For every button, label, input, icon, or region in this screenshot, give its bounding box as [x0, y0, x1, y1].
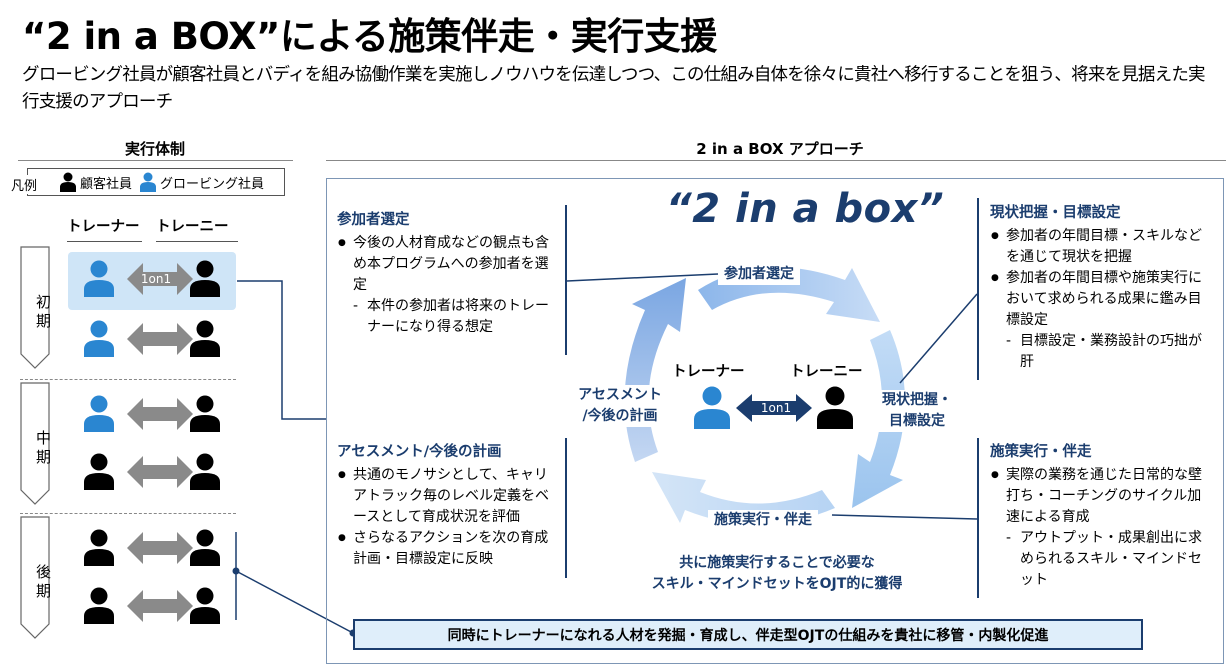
phase-early-label: 初期 — [34, 294, 52, 332]
block-selection-heading: 参加者選定 — [337, 212, 410, 228]
block-selection-subitem: 本件の参加者は将来のトレーナーになり得る想定 — [337, 296, 561, 338]
block-current-item: 参加者の年間目標・スキルなどを通じて現状を把握 — [990, 226, 1212, 268]
cycle-arrow-right — [852, 330, 905, 508]
bidirectional-arrow-icon — [127, 456, 193, 488]
cycle-label-execution: 施策実行・伴走 — [708, 510, 818, 531]
phase-divider — [20, 513, 236, 514]
person-icon — [817, 386, 853, 429]
approach-panel — [326, 178, 1224, 664]
phase-mid-label: 中期 — [34, 430, 52, 468]
block-selection-item: 今後の人材育成などの観点も含め本プログラムへの参加者を選定 — [337, 233, 561, 296]
phase-chevron-early — [20, 246, 50, 369]
block-execution-item: 実際の業務を通じた日常的な壁打ち・コーチングのサイクル加速による育成 — [990, 465, 1212, 528]
person-icon — [84, 395, 114, 432]
person-icon — [84, 260, 114, 297]
person-icon — [190, 395, 220, 432]
person-icon — [190, 453, 220, 490]
phase-chevron-mid — [20, 382, 50, 505]
left-section-rule — [18, 160, 293, 161]
bidirectional-arrow-icon — [127, 532, 193, 564]
block-assessment-heading: アセスメント/今後の計画 — [337, 444, 502, 460]
person-icon — [140, 172, 157, 192]
cycle-label-assessment-line2: /今後の計画 — [582, 408, 658, 424]
cycle-label-assessment: アセスメント /今後の計画 — [566, 385, 674, 427]
block-assessment-item: さらなるアクションを次の育成計画・目標設定に反映 — [337, 528, 561, 570]
person-icon — [190, 320, 220, 357]
person-icon — [84, 453, 114, 490]
center-1on1-label: 1on1 — [760, 401, 792, 415]
legend-customer-label: 顧客社員 — [80, 176, 133, 192]
block-selection-rule — [565, 205, 567, 355]
legend: 凡例 顧客社員 グロービング社員 — [11, 168, 285, 196]
bottom-note: 共に施策実行することで必要な スキル・マインドセットをOJT的に獲得 — [612, 553, 942, 595]
legend-globing-label: グロービング社員 — [160, 176, 265, 192]
person-icon — [60, 172, 76, 192]
block-current: 現状把握・目標設定 参加者の年間目標・スキルなどを通じて現状を把握 参加者の年間… — [990, 203, 1212, 373]
right-section-rule — [326, 160, 1226, 161]
right-section-heading: 2 in a BOX アプローチ — [696, 140, 864, 158]
person-icon — [694, 386, 730, 429]
column-trainer-heading: トレーナー — [67, 215, 142, 242]
cycle-label-assessment-line1: アセスメント — [578, 387, 662, 403]
bottom-note-line2: スキル・マインドセットをOJT的に獲得 — [651, 576, 903, 592]
block-assessment-item: 共通のモノサシとして、キャリアトラック毎のレベル定義をベースとして育成状況を評価 — [337, 465, 561, 528]
block-current-item: 参加者の年間目標や施策実行において求められる成果に鑑み目標設定 — [990, 268, 1212, 331]
block-current-rule — [977, 198, 979, 380]
legend-customer: 顧客社員 — [60, 172, 132, 192]
cycle-label-selection: 参加者選定 — [718, 264, 800, 285]
block-selection: 参加者選定 今後の人材育成などの観点も含め本プログラムへの参加者を選定 本件の参… — [337, 210, 561, 338]
center-trainee-label: トレーニー — [790, 364, 863, 380]
column-trainee-heading: トレーニー — [156, 215, 238, 242]
person-icon — [84, 320, 114, 357]
legend-label: 凡例 — [11, 175, 38, 194]
block-current-subitem: 目標設定・業務設計の巧拙が肝 — [990, 331, 1212, 373]
person-icon — [190, 587, 220, 624]
bottom-summary-bar: 同時にトレーナーになれる人材を発掘・育成し、伴走型OJTの仕組みを貴社に移管・内… — [353, 619, 1143, 650]
person-icon — [84, 529, 114, 566]
block-execution-heading: 施策実行・伴走 — [990, 444, 1092, 460]
cycle-label-current-line1: 現状把握・ — [882, 392, 952, 408]
left-section-heading: 実行体制 — [124, 140, 185, 158]
legend-globing: グロービング社員 — [140, 172, 264, 192]
pair-grid — [84, 260, 220, 624]
cycle-label-current: 現状把握・ 目標設定 — [872, 390, 962, 432]
box-title: “2 in a box” — [666, 186, 945, 232]
center-pair — [694, 386, 853, 429]
block-current-heading: 現状把握・目標設定 — [990, 205, 1121, 221]
bidirectional-arrow-icon — [736, 394, 812, 422]
bidirectional-arrow-icon — [127, 323, 193, 355]
page-subtitle: グロービング社員が顧客社員とバディを組み協働作業を実施しノウハウを伝達しつつ、こ… — [22, 65, 1206, 112]
block-execution: 施策実行・伴走 実際の業務を通じた日常的な壁打ち・コーチングのサイクル加速による… — [990, 442, 1212, 591]
block-assessment-rule — [565, 438, 567, 578]
phase-chevron-late — [20, 516, 50, 639]
pair-1on1-label: 1on1 — [140, 272, 172, 286]
block-assessment: アセスメント/今後の計画 共通のモノサシとして、キャリアトラック毎のレベル定義を… — [337, 442, 561, 570]
bidirectional-arrow-icon — [127, 590, 193, 622]
block-execution-rule — [977, 438, 979, 598]
phase-late-label: 後期 — [34, 564, 52, 602]
bottom-note-line1: 共に施策実行することで必要な — [679, 555, 875, 571]
page-title: “2 in a BOX”による施策伴走・実行支援 — [22, 15, 717, 58]
center-trainer-label: トレーナー — [672, 364, 745, 380]
block-execution-subitem: アウトプット・成果創出に求められるスキル・マインドセット — [990, 528, 1212, 591]
person-icon — [190, 529, 220, 566]
bidirectional-arrow-icon — [127, 398, 193, 430]
person-icon — [84, 587, 114, 624]
person-icon — [190, 260, 220, 297]
phase-divider — [20, 379, 236, 380]
cycle-label-current-line2: 目標設定 — [889, 413, 945, 429]
